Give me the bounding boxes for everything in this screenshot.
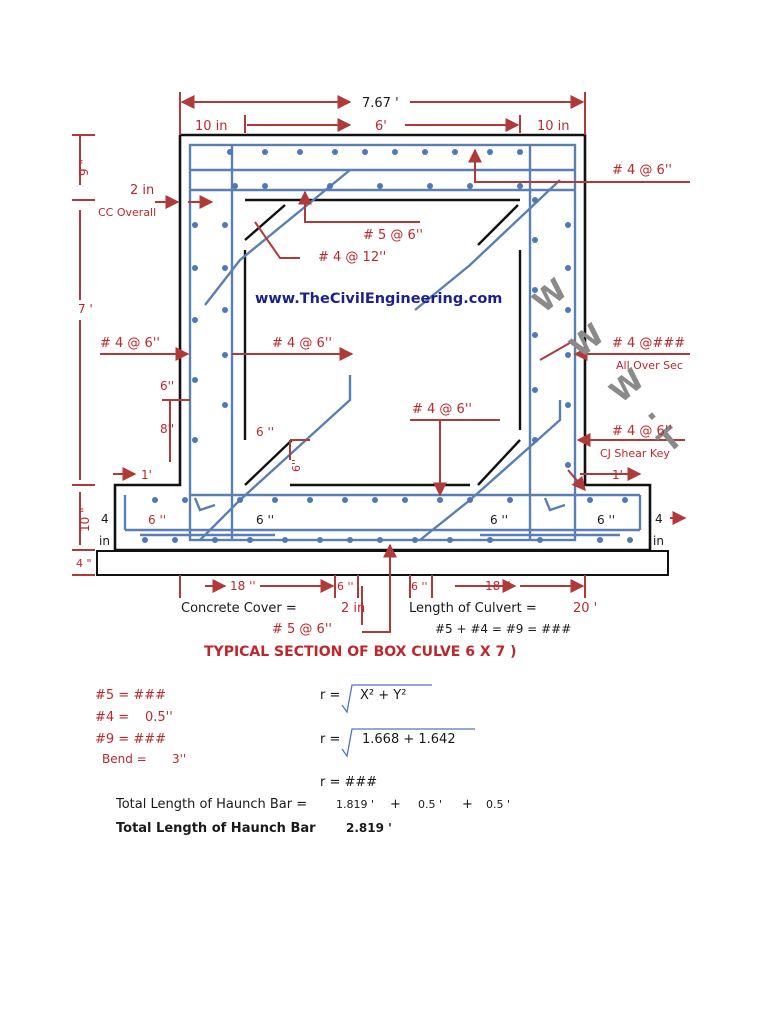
calc-bend-label: Bend = (102, 752, 147, 766)
calc-n5: #5 = ### (95, 688, 166, 703)
calc-n9: #9 = ### (95, 732, 166, 747)
clear-span-label: 6' (375, 119, 387, 134)
bar-sum-line: #5 + #4 = #9 = ### (435, 622, 571, 636)
calc-n4-value: 0.5'' (145, 710, 173, 725)
cj-shear-key: CJ Shear Key (600, 447, 670, 460)
one-ft-left-label: 1' (141, 468, 152, 482)
concrete-cover-label: Concrete Cover = (181, 601, 297, 616)
bar-labels: # 4 @ 6'' # 5 @ 6'' # 4 @ 12'' # 4 @ 6''… (100, 163, 685, 637)
plus-1: + (390, 797, 401, 812)
bottom-six-4: 6 '' (597, 513, 615, 527)
haunch-horizontal-label: 6 '' (256, 425, 274, 439)
bottom-six-1: 6 '' (148, 513, 166, 527)
base-6-right: 6 '' (411, 580, 428, 593)
watermark-char-2: W (563, 317, 611, 365)
r-result: r = ### (320, 775, 377, 790)
bar-bottom: # 5 @ 6'' (272, 622, 332, 637)
plus-2: + (462, 797, 473, 812)
bar-all-over-sec: All Over Sec (616, 359, 683, 372)
bar-haunch: # 4 @ 6'' (412, 402, 472, 417)
total-term-3: 0.5 ' (486, 798, 510, 811)
height-label: 7 ' (78, 302, 93, 316)
concrete-cover-value: 2 in (341, 601, 365, 616)
rebar-dots (142, 149, 633, 543)
culvert-info: Concrete Cover = 2 in Length of Culvert … (181, 601, 597, 660)
bar-mid-12: # 4 @ 12'' (318, 250, 386, 265)
lean-concrete-base (96, 550, 669, 576)
top-slab-label: 9 " (77, 159, 91, 176)
total-length-value: 2.819 ' (346, 821, 392, 835)
watermark-url: www.TheCivilEngineering.com (255, 291, 502, 307)
dimension-lines (72, 92, 687, 625)
cover-label: 2 in (130, 183, 154, 198)
bar-top-right: # 4 @ 6'' (612, 163, 672, 178)
bar-right-wall: # 4 @### (612, 336, 685, 351)
overall-width-label: 7.67 ' (362, 96, 399, 111)
bar-right-low: # 4 @ 6'' (612, 424, 672, 439)
reinforcement (123, 143, 642, 542)
dimension-labels: 7.67 ' 10 in 6' 10 in 9 " 7 ' 10 " 4 " 2… (76, 96, 664, 593)
r-label-1: r = (320, 688, 340, 703)
total-length-label: Total Length of Haunch Bar = (115, 797, 307, 812)
bar-left-wall: # 4 @ 6'' (100, 336, 160, 351)
section-title: TYPICAL SECTION OF BOX CULVE 6 X 7 ) (204, 644, 517, 660)
culvert-length-label: Length of Culvert = (409, 601, 537, 616)
base-18-left: 18 '' (230, 579, 256, 593)
bottom-six-2: 6 '' (256, 513, 274, 527)
bottom-six-3: 6 '' (490, 513, 508, 527)
four-in-left-b: in (99, 534, 110, 548)
formula-xy: X² + Y² (360, 688, 406, 703)
four-in-right-a: 4 (655, 512, 663, 526)
bar-inner: # 4 @ 6'' (272, 336, 332, 351)
total-length-bold: Total Length of Haunch Bar (116, 821, 316, 836)
haunch-calculation: #5 = ### #4 = 0.5'' #9 = ### Bend = 3'' … (95, 684, 510, 836)
four-in-right-b: in (653, 534, 664, 548)
base-6-left: 6 '' (337, 580, 354, 593)
right-wall-label: 10 in (537, 119, 570, 134)
formula-values: 1.668 + 1.642 (362, 732, 456, 747)
culvert-length-value: 20 ' (573, 601, 597, 616)
cc-overall-label: CC Overall (98, 206, 156, 219)
six-inch-label: 6'' (160, 379, 174, 393)
haunch-vertical-label: 6'' (290, 459, 303, 472)
total-term-2: 0.5 ' (418, 798, 442, 811)
eight-inch-label: 8'' (160, 422, 174, 436)
calc-n4-label: #4 = (95, 710, 129, 725)
bar-leaders (100, 148, 690, 633)
bottom-slab-label: 10 " (78, 507, 92, 532)
four-in-left-a: 4 (101, 512, 109, 526)
one-ft-right-label: 1' (612, 468, 623, 482)
watermark-char-1: W (526, 272, 574, 320)
base-label: 4 " (76, 557, 92, 570)
base-18-right: 18 '' (485, 579, 511, 593)
left-wall-label: 10 in (195, 119, 228, 134)
concrete-outline (96, 133, 669, 576)
bar-mid-top: # 5 @ 6'' (363, 228, 423, 243)
total-term-1: 1.819 ' (336, 798, 374, 811)
r-label-2: r = (320, 732, 340, 747)
calc-bend-value: 3'' (172, 752, 186, 766)
